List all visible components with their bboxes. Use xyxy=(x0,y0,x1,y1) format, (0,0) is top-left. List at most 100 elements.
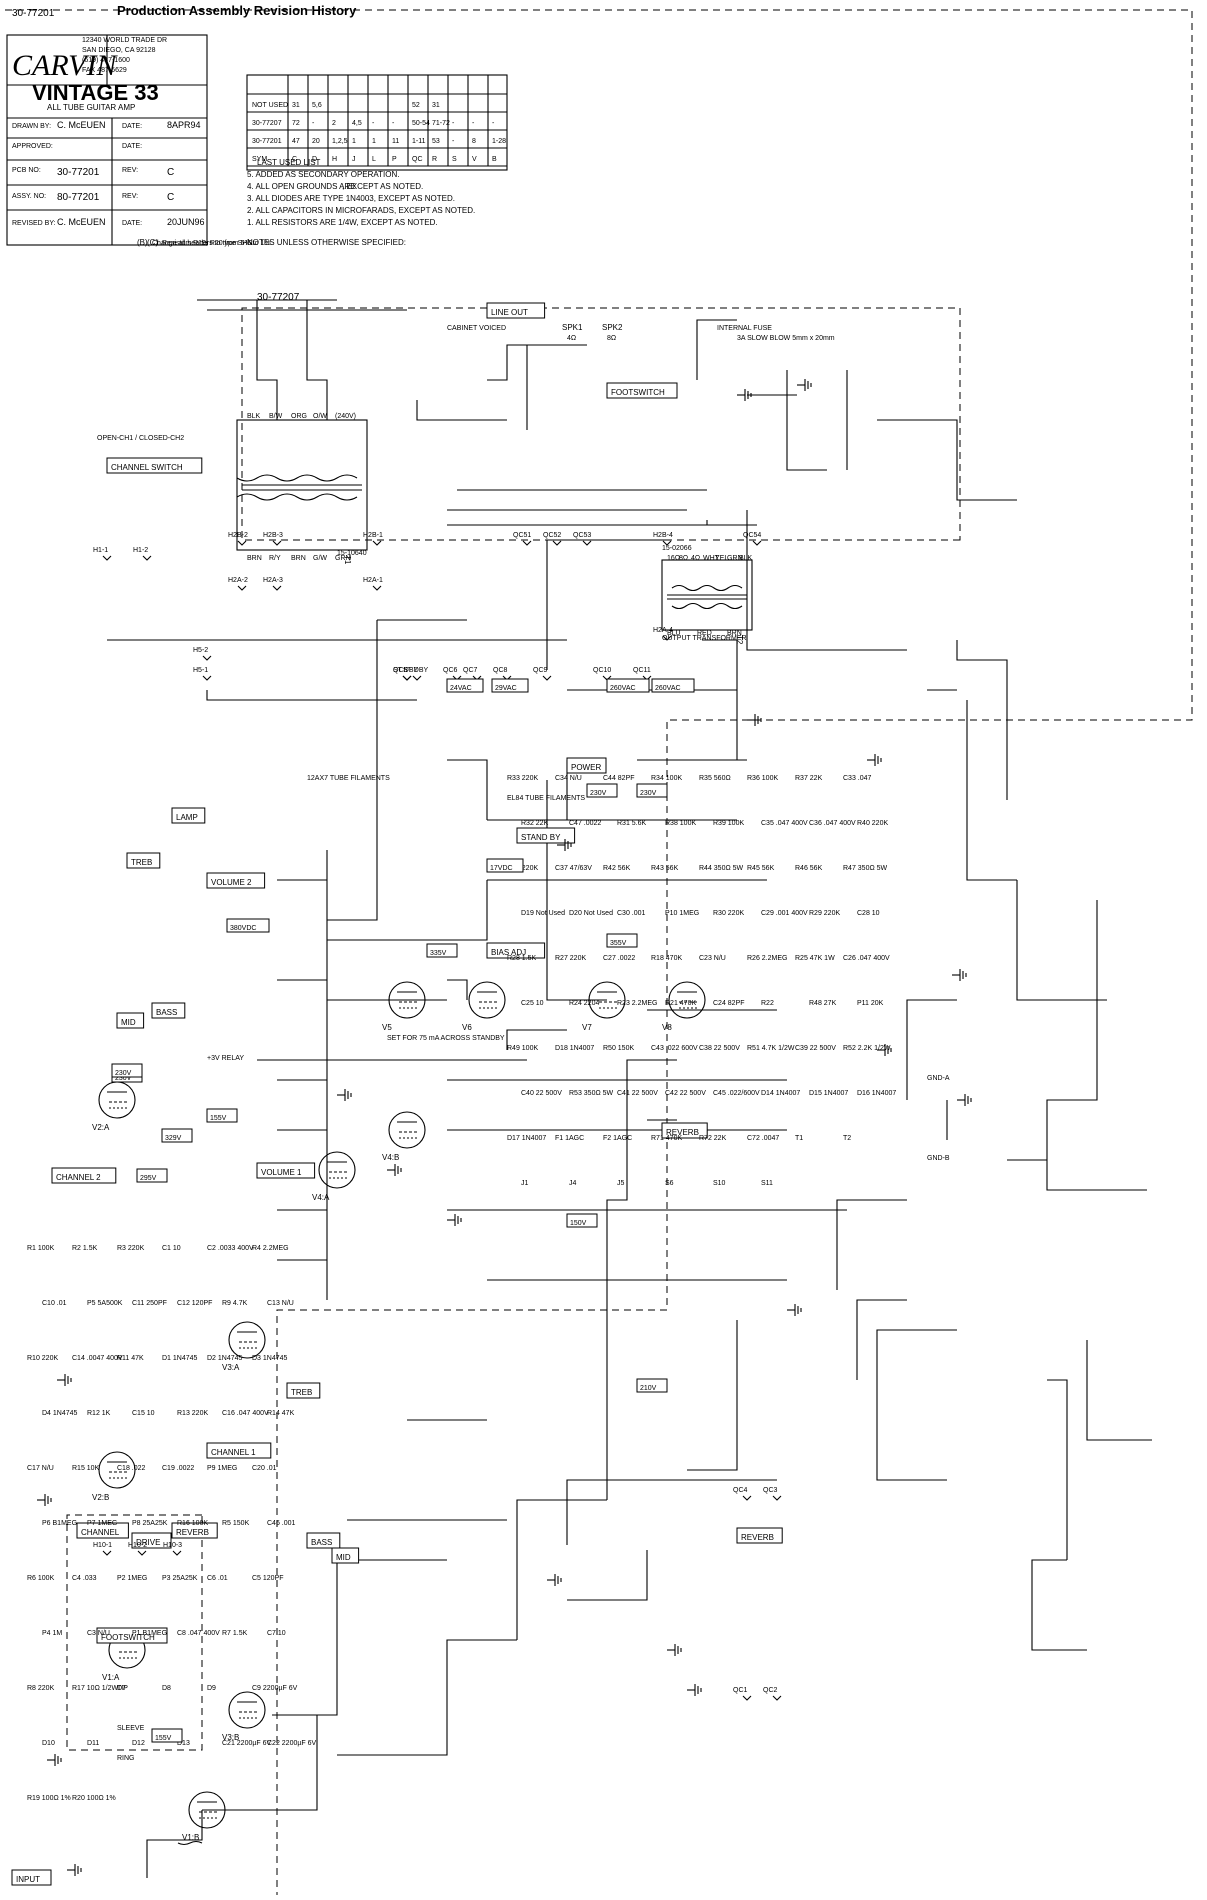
component-ch-text: C11 250PF xyxy=(132,1300,167,1307)
drive-label: DRIVE xyxy=(131,1532,172,1549)
footswitch-jack-label: FOOTSWITCH xyxy=(606,382,678,399)
tube: V3:A xyxy=(222,1321,266,1372)
rev-2: C xyxy=(167,192,174,203)
voltage-tag: 230V xyxy=(586,783,618,798)
voltage-text: 380VDC xyxy=(230,925,256,932)
component-label: R42 56K xyxy=(603,865,631,872)
date-1: 8APR94 xyxy=(167,120,201,130)
component-label: R1 100K xyxy=(27,1245,55,1252)
relay-note: +3V RELAY xyxy=(207,1055,244,1062)
component-label: F2 1AGC xyxy=(603,1135,632,1142)
component-label: C37 47/63V xyxy=(555,865,592,872)
voltage-tag: 210V xyxy=(636,1378,668,1393)
component-label: C17 N/U xyxy=(27,1465,54,1472)
assy-label: ASSY. NO: xyxy=(12,193,46,200)
board-outline-30-77201: 30-77201 xyxy=(5,8,1193,1895)
component-pa-text: R50 150K xyxy=(603,1045,634,1052)
tube: V6 xyxy=(462,981,506,1032)
volume-1-label-text: VOLUME 1 xyxy=(261,1168,302,1177)
connector-label: QC2 xyxy=(763,1687,778,1694)
component-ch-text: R17 10Ω 1/2W xyxy=(72,1685,118,1692)
voltage-text: 230V xyxy=(590,790,607,797)
component-ch-text: R3 220K xyxy=(117,1245,145,1252)
gnd-b-label: GND-B xyxy=(927,1155,950,1162)
component-ch-text: R14 47K xyxy=(267,1410,295,1417)
note-3: 3. ALL DIODES ARE TYPE 1N4003, EXCEPT AS… xyxy=(247,194,455,203)
component-ch-text: R13 220K xyxy=(177,1410,208,1417)
component-label: C36 .047 400V xyxy=(809,820,856,827)
component-label: R49 100K xyxy=(507,1045,538,1052)
component-ch-text: R5 150K xyxy=(222,1520,250,1527)
output-transformer-T2: T2 OUTPUT TRANSFORMER 15-02066 xyxy=(661,545,753,645)
component-pa-text: D16 1N4007 xyxy=(857,1090,896,1097)
rev-b-label: (B) xyxy=(137,238,148,247)
component-ch-text: D9 xyxy=(207,1685,216,1692)
pt-tap: BRN xyxy=(247,555,262,562)
component-label: P2 1MEG xyxy=(117,1575,147,1582)
last-used-cell: 4,5 xyxy=(352,120,362,127)
last-used-cell: 2 xyxy=(332,120,336,127)
component-pa-text: C37 47/63V xyxy=(555,865,592,872)
component-ch-text: C8 .047 400V xyxy=(177,1630,220,1637)
last-used-cell: B xyxy=(492,156,497,163)
input-jack-label-text: INPUT xyxy=(16,1875,40,1884)
date-label-3: DATE: xyxy=(122,220,142,227)
spk2-label: SPK2 xyxy=(602,323,623,332)
component-ch-text: D12 xyxy=(132,1740,145,1747)
line-out-label: LINE OUT xyxy=(486,302,546,319)
component-pa-text: R27 220K xyxy=(555,955,586,962)
component-pa-text: C72 .0047 xyxy=(747,1135,779,1142)
component-pa-text: C28 10 xyxy=(857,910,880,917)
last-used-cell: 20 xyxy=(312,138,320,145)
connector-label: H1-2 xyxy=(133,547,148,554)
date-3: 20JUN96 xyxy=(167,217,205,227)
tube: V8 xyxy=(662,981,706,1032)
last-used-header: 30-77207 xyxy=(252,120,282,127)
connector-label: QC8 xyxy=(493,667,508,674)
component-label: C26 .047 400V xyxy=(843,955,890,962)
component-label: C19 .0022 xyxy=(162,1465,194,1472)
component-ch-text: R12 1K xyxy=(87,1410,111,1417)
connector: ST DBY xyxy=(403,667,428,681)
spk1-ohm: 4Ω xyxy=(567,335,576,342)
component-ch-text: P9 1MEG xyxy=(207,1465,237,1472)
voltage-text: 155V xyxy=(155,1735,172,1742)
ground-symbol xyxy=(47,1754,62,1766)
component-label: C2 .0033 400V xyxy=(207,1245,254,1252)
bass-1-label-text: BASS xyxy=(311,1538,332,1547)
voltage-text: 230V xyxy=(115,1070,132,1077)
last-used-cell: 5,6 xyxy=(312,102,322,109)
channel-1-label: CHANNEL 1 xyxy=(206,1442,272,1459)
component-ch-text: C4 .033 xyxy=(72,1575,97,1582)
rev-label: REV: xyxy=(122,167,138,174)
ot-tap: 4Ω xyxy=(691,555,700,562)
t2-part: 15-02066 xyxy=(662,545,692,552)
pt-tap: ORG xyxy=(291,413,307,420)
last-used-title: LAST USED LIST xyxy=(257,158,321,167)
ground-symbol xyxy=(67,1864,82,1876)
volume-2-label-text: VOLUME 2 xyxy=(211,878,252,887)
tube-label: V3:B xyxy=(222,1733,239,1742)
component-label: S6 xyxy=(665,1180,674,1187)
component-label: R37 22K xyxy=(795,775,823,782)
component-label: R28 1.5K xyxy=(507,955,537,962)
component-label: J5 xyxy=(617,1180,625,1187)
connector-label: H2A-4 xyxy=(653,627,673,634)
connector: H2B-1 xyxy=(363,532,383,546)
voltage-text: 150V xyxy=(570,1220,587,1227)
bass-1-label: BASS xyxy=(306,1532,341,1549)
standby-label: STAND BY xyxy=(516,827,576,844)
component-label: C10 .01 xyxy=(42,1300,67,1307)
voltage-text: 230V xyxy=(115,1075,132,1082)
t1-part: 15-10640 xyxy=(337,550,367,557)
component-label: D4 1N4745 xyxy=(42,1410,78,1417)
last-used-cell: 31 xyxy=(292,102,300,109)
connector: H10-1 xyxy=(93,1542,112,1556)
voltage-tag: 155V xyxy=(206,1108,238,1123)
tube-label: V4:B xyxy=(382,1153,399,1162)
revised-by-label: REVISED BY: xyxy=(12,220,56,227)
component-label: R8 220K xyxy=(27,1685,55,1692)
component-pa-text: R34 100K xyxy=(651,775,682,782)
